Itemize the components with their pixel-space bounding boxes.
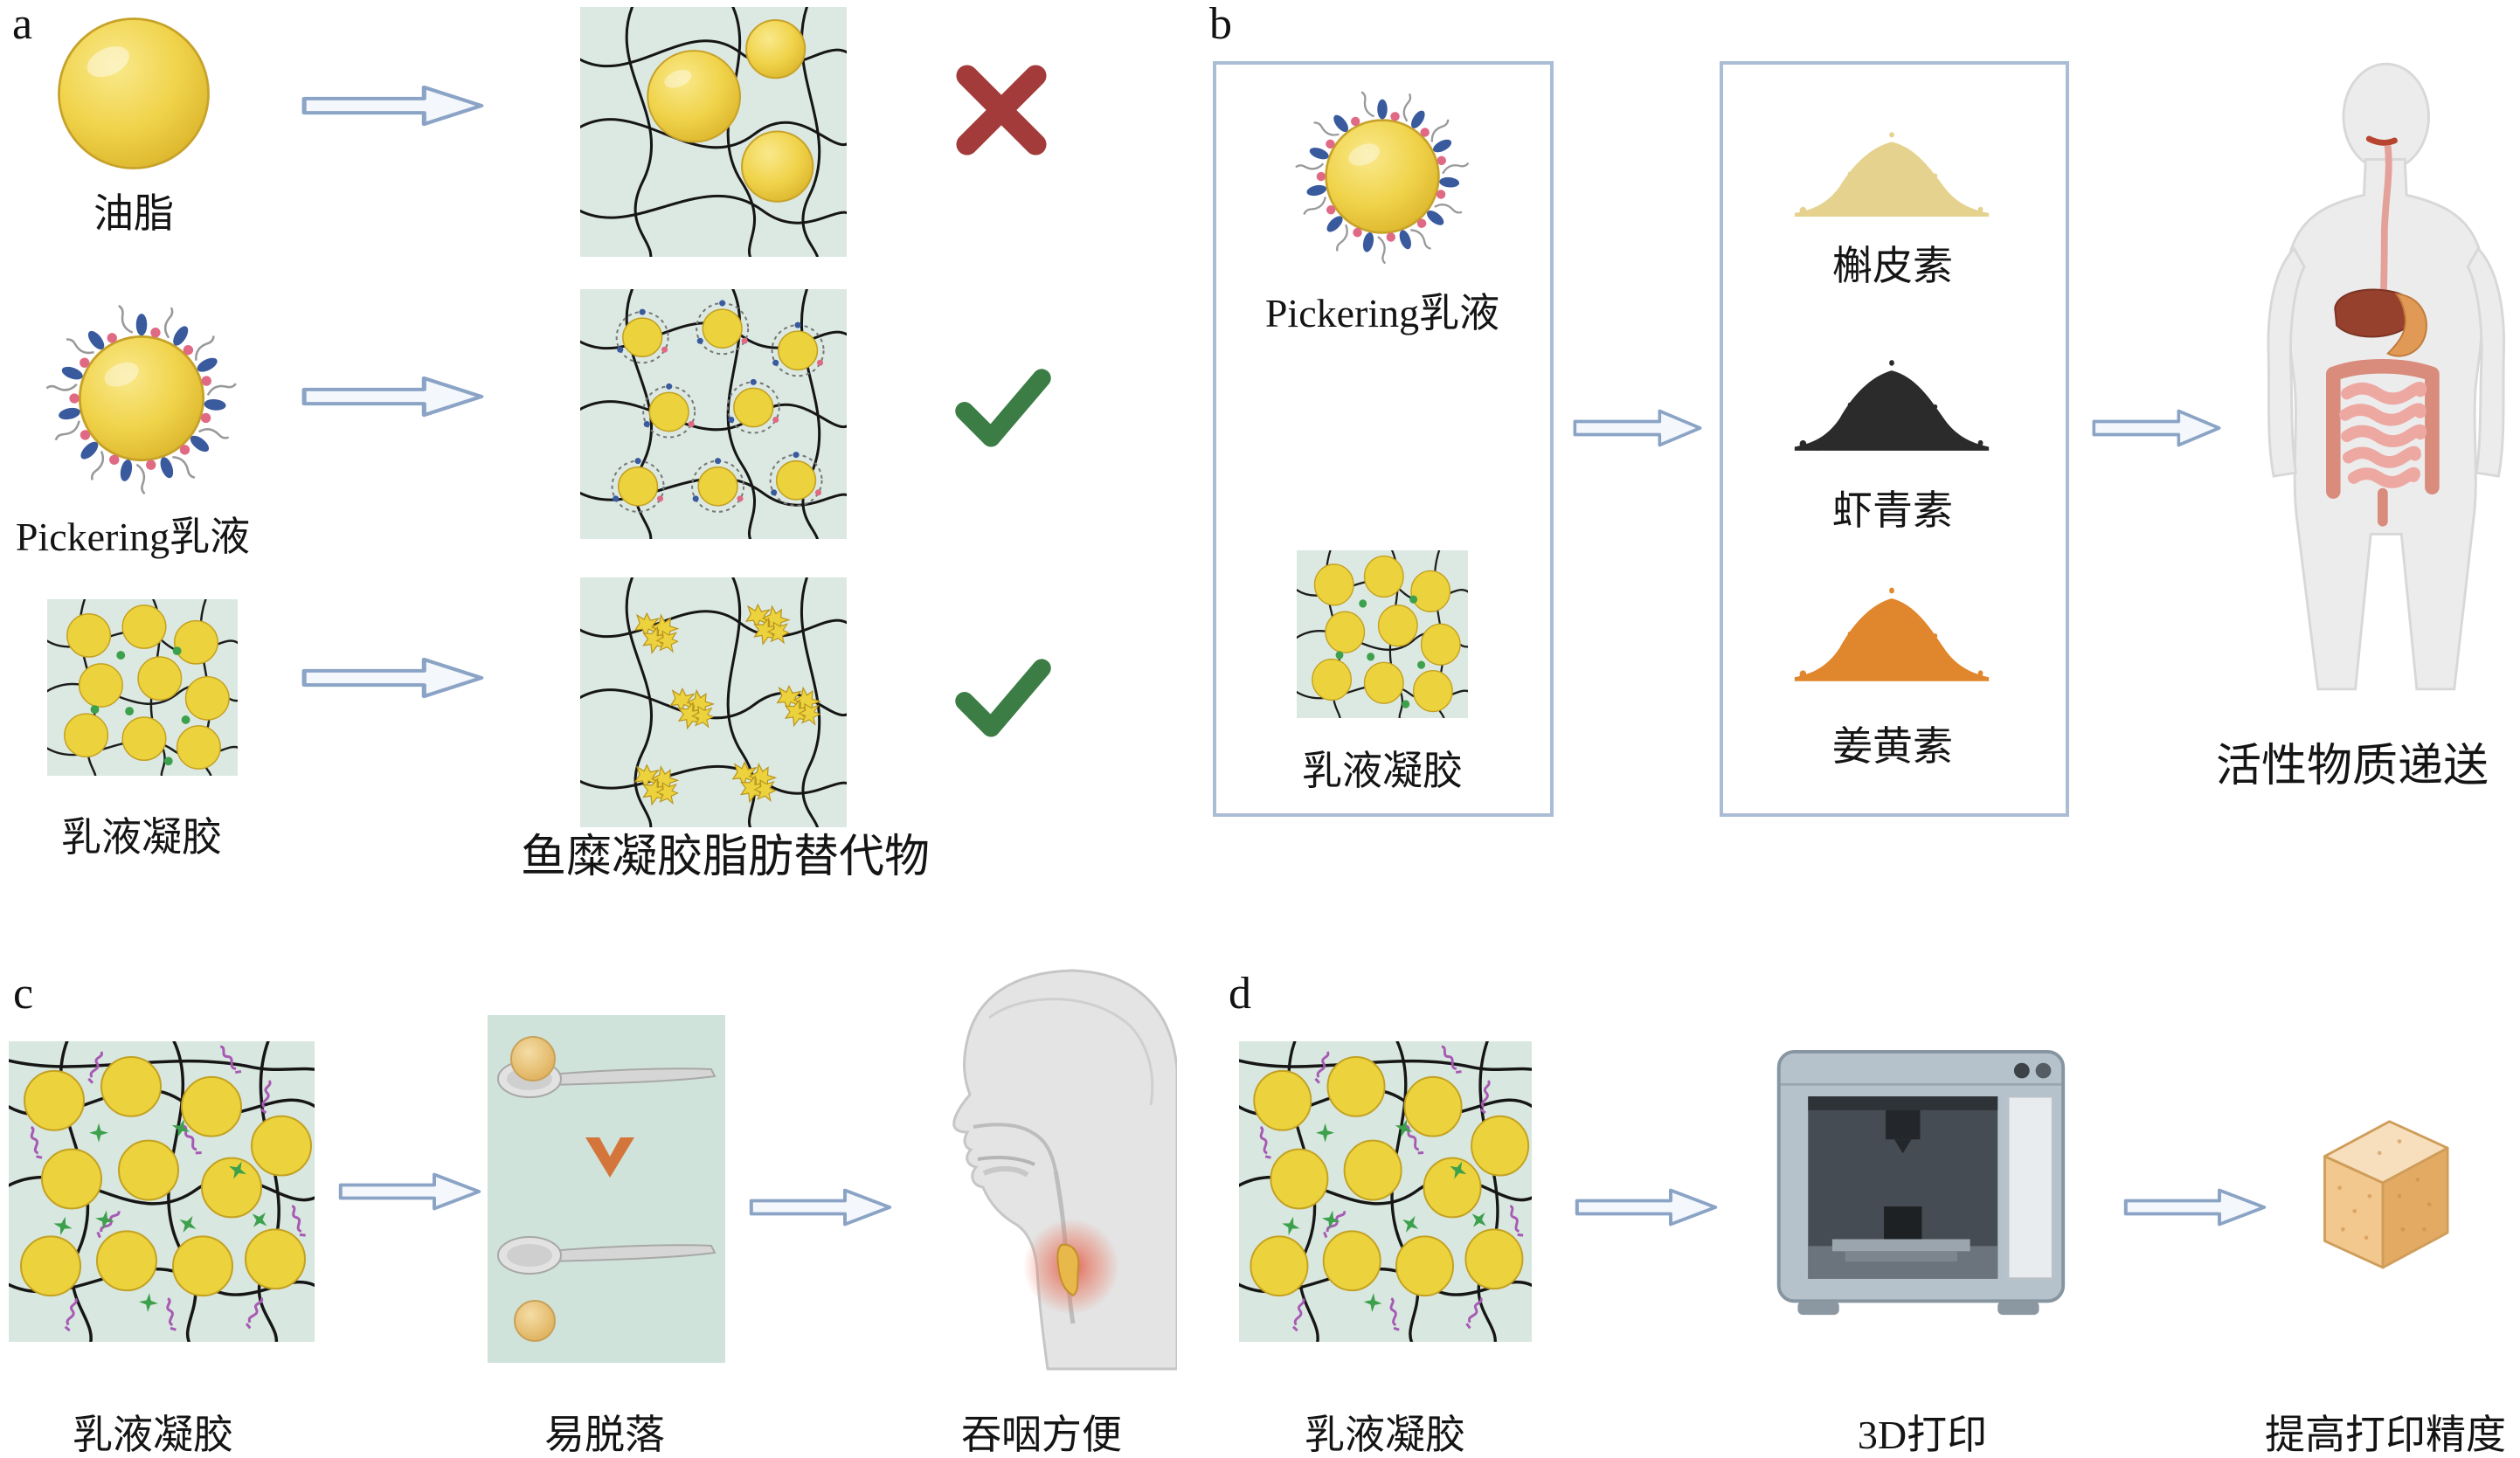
gel-clusters-in-surimi-network-box	[580, 577, 847, 827]
arrow-right-icon	[2090, 407, 2223, 449]
curcumin-powder	[1791, 575, 1992, 683]
oil-in-surimi-network-box	[580, 7, 847, 257]
arrow-right-icon	[336, 1171, 483, 1213]
mouth-line	[977, 1156, 1035, 1166]
arrow-right-icon	[299, 655, 487, 701]
mouth	[2365, 135, 2398, 146]
large-intestine	[2326, 359, 2440, 499]
arrow-right-icon	[299, 374, 487, 419]
esophagus	[2379, 145, 2392, 309]
cross-icon	[954, 63, 1049, 157]
emulsion-gel-box	[47, 599, 238, 776]
check-icon	[954, 657, 1052, 737]
spoon-release-illustration	[488, 1015, 725, 1363]
arrow-right-icon	[1571, 407, 1704, 449]
easy-swallow-label: 吞咽方便	[961, 1413, 1122, 1457]
down-arrow-icon	[585, 1137, 634, 1178]
nasal-passage	[973, 1123, 1057, 1171]
easy-release-label: 易脱落	[544, 1413, 665, 1457]
emulsion-gel-large-box	[1239, 1041, 1532, 1342]
astaxanthin-label: 虾青素	[1832, 488, 1953, 533]
build-plate	[1831, 1239, 1970, 1252]
3d-print-label: 3D打印	[1857, 1413, 1988, 1457]
panel-b-letter: b	[1209, 0, 1232, 49]
emulsion-gel-large-box	[9, 1041, 315, 1342]
spoon-with-gel	[497, 1036, 716, 1098]
arrow-right-icon	[1573, 1186, 1720, 1228]
oil-label: 油脂	[93, 191, 174, 236]
fallen-gel-ball	[514, 1300, 556, 1342]
emulsion-gel-label: 乳液凝胶	[73, 1413, 233, 1457]
emulsion-gel-label: 乳液凝胶	[1305, 1413, 1465, 1457]
panel-c-letter: c	[13, 969, 34, 1019]
panel-b-caption: 活性物质递送	[2215, 742, 2489, 791]
gantry	[1808, 1096, 1998, 1110]
astaxanthin-powder	[1791, 348, 1992, 453]
printer-door	[2006, 1095, 2054, 1281]
emulsion-gel-label: 乳液凝胶	[61, 815, 222, 860]
pickering-emulsion-label: Pickering乳液	[15, 515, 251, 559]
arrow-right-icon	[299, 83, 487, 128]
pickering-in-surimi-network-box	[580, 289, 847, 539]
emulsion-gel-box	[1297, 550, 1468, 718]
check-icon	[954, 367, 1052, 447]
human-digestive-illustration	[2241, 48, 2514, 705]
food-bolus	[1056, 1243, 1080, 1297]
quercetin-label: 槲皮素	[1832, 244, 1953, 288]
quercetin-powder	[1791, 121, 1992, 218]
panel-a-caption: 鱼糜凝胶脂肪替代物	[520, 833, 931, 882]
pickering-emulsion-label: Pickering乳液	[1264, 291, 1500, 335]
curcumin-label: 姜黄素	[1832, 724, 1953, 769]
printed-object	[1884, 1206, 1922, 1240]
oil-droplet-illustration	[54, 14, 213, 173]
3d-printer-illustration	[1763, 1047, 2073, 1322]
print-precision-label: 提高打印精度	[2265, 1413, 2506, 1457]
tongue	[982, 1166, 1029, 1178]
arrow-right-icon	[2122, 1186, 2268, 1228]
swallowing-head-illustration	[893, 965, 1177, 1372]
emulsion-gel-label: 乳液凝胶	[1302, 749, 1463, 793]
print-head	[1886, 1109, 1921, 1140]
panel-a-letter: a	[12, 0, 33, 49]
printed-cube-illustration	[2300, 1102, 2466, 1282]
arrow-right-icon	[747, 1186, 894, 1228]
gel-ball	[510, 1036, 556, 1081]
pickering-emulsion-particle	[1291, 86, 1473, 267]
panel-d-letter: d	[1229, 969, 1251, 1019]
pickering-emulsion-particle	[42, 299, 241, 498]
stomach	[2386, 293, 2427, 357]
small-intestine	[2339, 382, 2427, 488]
